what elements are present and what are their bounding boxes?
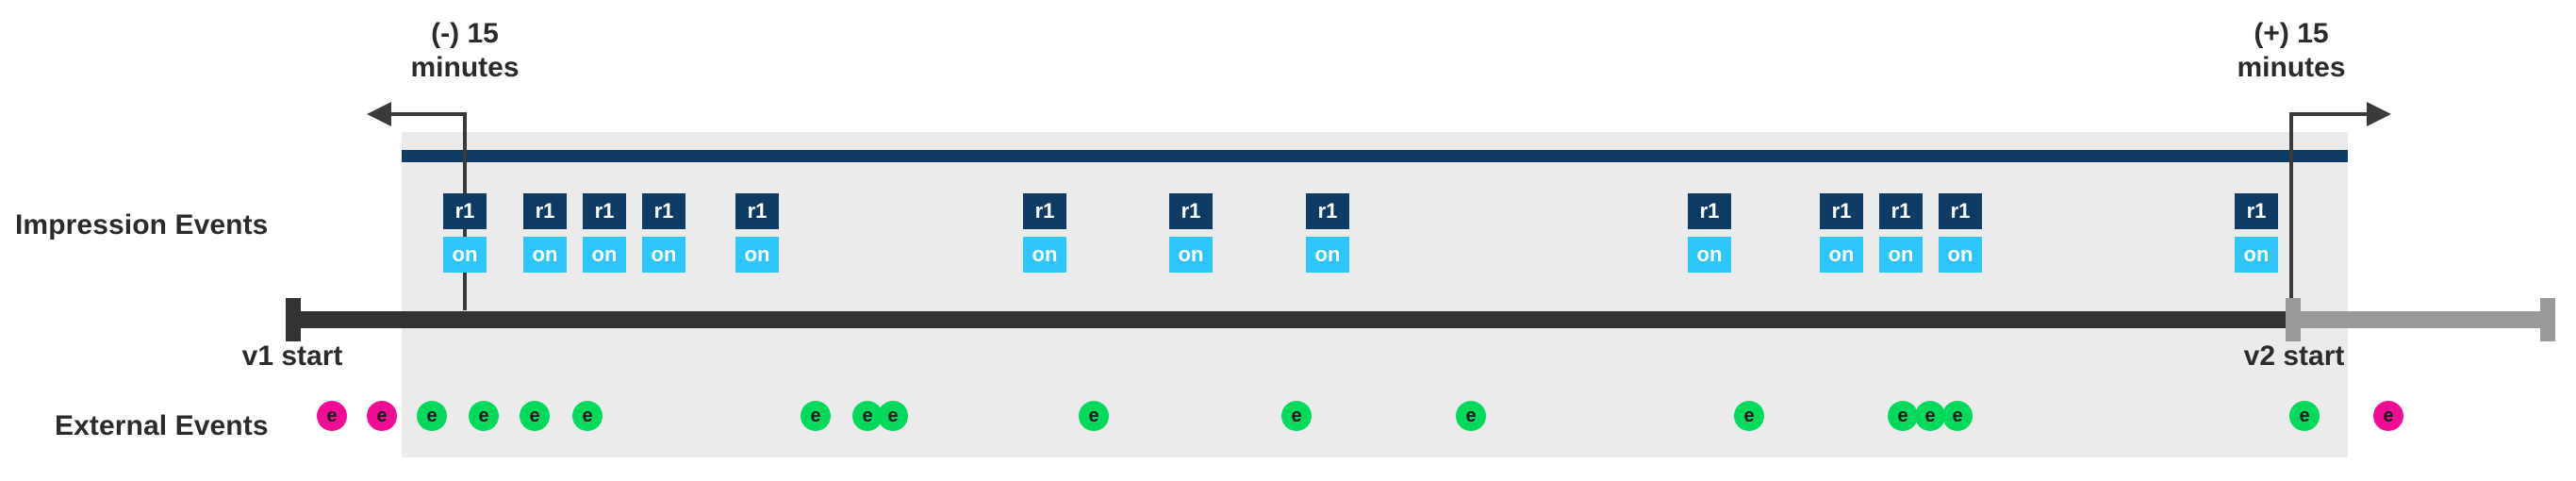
- external-event-marker-inside-window[interactable]: e: [878, 401, 908, 431]
- minus-15-arrow-shaft: [391, 112, 467, 116]
- impression-badge-on: on: [642, 237, 685, 273]
- impression-badge-r1: r1: [2235, 193, 2278, 229]
- impression-badge-on: on: [1688, 237, 1731, 273]
- external-event-marker-inside-window[interactable]: e: [801, 401, 831, 431]
- impression-badge-r1: r1: [1688, 193, 1731, 229]
- v1-period-bar: [286, 311, 2291, 328]
- external-event-marker-inside-window[interactable]: e: [572, 401, 603, 431]
- external-event-marker-inside-window[interactable]: e: [2289, 401, 2320, 431]
- external-event-marker-outside-window[interactable]: e: [2373, 401, 2403, 431]
- impression-badge-pair[interactable]: r1 on: [583, 193, 626, 273]
- plus-15-minutes-annotation: (+) 15 minutes: [2237, 17, 2345, 85]
- impression-badge-on: on: [1169, 237, 1213, 273]
- external-event-marker-inside-window[interactable]: e: [417, 401, 447, 431]
- external-event-marker-inside-window[interactable]: e: [1734, 401, 1764, 431]
- external-event-marker-inside-window[interactable]: e: [1888, 401, 1918, 431]
- impression-badge-pair[interactable]: r1 on: [443, 193, 487, 273]
- external-event-marker-inside-window[interactable]: e: [1942, 401, 1973, 431]
- external-event-marker-inside-window[interactable]: e: [1456, 401, 1486, 431]
- impression-badge-pair[interactable]: r1 on: [642, 193, 685, 273]
- impression-badge-pair[interactable]: r1 on: [2235, 193, 2278, 273]
- impression-badge-pair[interactable]: r1 on: [735, 193, 779, 273]
- impression-badge-on: on: [735, 237, 779, 273]
- plus-15-arrow-head-icon: [2367, 102, 2391, 126]
- v2-end-cap: [2540, 298, 2555, 341]
- impression-badge-r1: r1: [1023, 193, 1066, 229]
- impression-badge-r1: r1: [642, 193, 685, 229]
- impression-badge-r1: r1: [1306, 193, 1349, 229]
- v2-start-label: v2 start: [2243, 340, 2345, 372]
- impression-badge-on: on: [583, 237, 626, 273]
- impression-badge-on: on: [443, 237, 487, 273]
- external-events-row-label: External Events: [55, 410, 269, 441]
- impression-badge-on: on: [1879, 237, 1923, 273]
- impression-badge-r1: r1: [1939, 193, 1982, 229]
- impression-badge-on: on: [523, 237, 567, 273]
- v2-period-bar: [2286, 311, 2555, 328]
- impression-badge-on: on: [1306, 237, 1349, 273]
- version-band-bar: [402, 150, 2348, 162]
- impression-badge-on: on: [2235, 237, 2278, 273]
- impression-badge-on: on: [1939, 237, 1982, 273]
- minus-15-minutes-line1: (-) 15: [431, 18, 499, 49]
- minus-15-minutes-line2: minutes: [410, 52, 520, 83]
- impression-badge-on: on: [1023, 237, 1066, 273]
- impression-badge-r1: r1: [1169, 193, 1213, 229]
- plus-15-minutes-line1: (+) 15: [2254, 18, 2329, 49]
- impression-badge-r1: r1: [1820, 193, 1863, 229]
- impression-badge-pair[interactable]: r1 on: [1306, 193, 1349, 273]
- v1-start-label: v1 start: [241, 340, 343, 372]
- impression-badge-r1: r1: [1879, 193, 1923, 229]
- external-event-marker-outside-window[interactable]: e: [317, 401, 347, 431]
- external-event-marker-inside-window[interactable]: e: [469, 401, 499, 431]
- impression-badge-pair[interactable]: r1 on: [1169, 193, 1213, 273]
- impression-badge-pair[interactable]: r1 on: [1820, 193, 1863, 273]
- impression-badge-r1: r1: [523, 193, 567, 229]
- impression-badge-r1: r1: [583, 193, 626, 229]
- impression-badge-on: on: [1820, 237, 1863, 273]
- minus-15-arrow-head-icon: [367, 102, 391, 126]
- plus-15-minutes-line2: minutes: [2237, 52, 2346, 83]
- external-event-marker-outside-window[interactable]: e: [367, 401, 397, 431]
- impression-badge-pair[interactable]: r1 on: [1023, 193, 1066, 273]
- impression-badge-pair[interactable]: r1 on: [1688, 193, 1731, 273]
- plus-15-guide-line: [2289, 112, 2293, 310]
- external-event-marker-inside-window[interactable]: e: [1079, 401, 1109, 431]
- impression-badge-r1: r1: [443, 193, 487, 229]
- external-event-marker-inside-window[interactable]: e: [520, 401, 550, 431]
- attribution-window-panel: [402, 132, 2348, 457]
- impression-badge-pair[interactable]: r1 on: [523, 193, 567, 273]
- plus-15-arrow-shaft: [2291, 112, 2367, 116]
- external-event-marker-inside-window[interactable]: e: [1281, 401, 1312, 431]
- external-event-marker-inside-window[interactable]: e: [1915, 401, 1945, 431]
- external-event-marker-inside-window[interactable]: e: [852, 401, 883, 431]
- impression-badge-pair[interactable]: r1 on: [1879, 193, 1923, 273]
- impression-badge-r1: r1: [735, 193, 779, 229]
- minus-15-minutes-annotation: (-) 15 minutes: [410, 17, 519, 85]
- impression-badge-pair[interactable]: r1 on: [1939, 193, 1982, 273]
- impression-events-row-label: Impression Events: [15, 209, 269, 240]
